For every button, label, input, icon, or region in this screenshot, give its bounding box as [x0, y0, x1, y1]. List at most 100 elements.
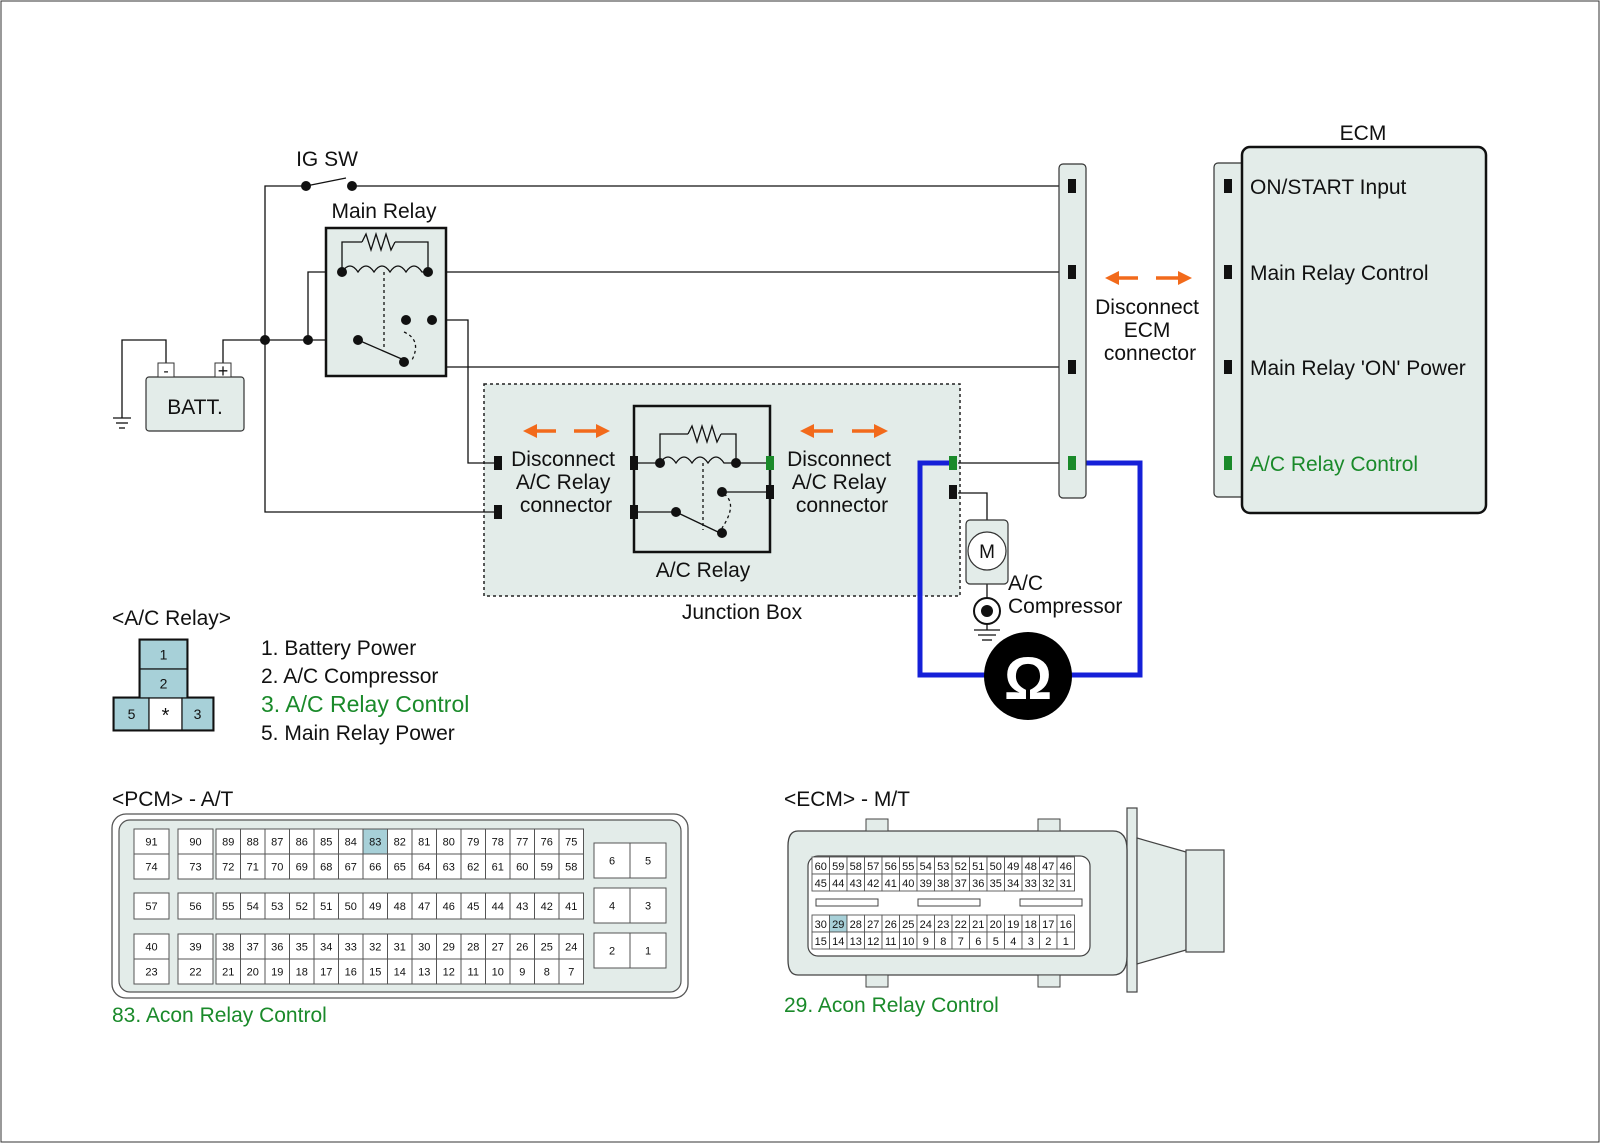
- pcm-pin: [240, 892, 266, 920]
- ac-relay-legend-item: 1. Battery Power: [261, 637, 416, 660]
- pcm-pin: [411, 958, 437, 985]
- pcm-pin-number: 26: [516, 942, 528, 954]
- pcm-pin-number: 21: [222, 967, 234, 979]
- ac-compressor-label: A/C Compressor: [1008, 572, 1122, 618]
- pcm-pin-number: 7: [568, 967, 574, 979]
- battery: [145, 362, 245, 432]
- motor-symbol: M: [979, 542, 995, 563]
- ecm-connector-pin-number: 53: [937, 861, 949, 873]
- pcm-pin-number: 65: [394, 862, 406, 874]
- ecm-connector-pin-number: 13: [850, 936, 862, 948]
- pcm-pin-number: 59: [541, 862, 553, 874]
- ac-relay-pin-number: 2: [160, 676, 168, 692]
- battery-label: BATT.: [167, 396, 223, 419]
- pcm-pin: [177, 933, 214, 960]
- pcm-pin-number: 42: [541, 901, 553, 913]
- ecm-connector-pin-number: 18: [1025, 919, 1037, 931]
- pcm-pin-number: 89: [222, 837, 234, 849]
- pcm-pin-number: 46: [443, 901, 455, 913]
- ecm-connector-pin-number: 37: [955, 878, 967, 890]
- ac-relay-pin-number: 3: [194, 706, 202, 722]
- ecm-connector-pin-number: 49: [1007, 861, 1019, 873]
- pcm-pin: [509, 828, 535, 855]
- ecm-connector-pin-number: 3: [1028, 936, 1034, 948]
- ecm-connector-pin-number: 16: [1060, 919, 1072, 931]
- ac-relay-pin-cell: [139, 639, 188, 670]
- pcm-pin: [240, 853, 266, 880]
- disconnect-ecm-label: Disconnect ECM connector: [1095, 296, 1205, 365]
- pcm-pin: [240, 828, 266, 855]
- pcm-pin: [240, 958, 266, 985]
- ecm-connector-pin-number: 12: [867, 936, 879, 948]
- main-relay: [324, 226, 448, 378]
- ecm-pin: [1224, 179, 1232, 193]
- pcm-pin-number: 35: [296, 942, 308, 954]
- pcm-pin-number: 40: [145, 942, 157, 954]
- pcm-pin: [338, 853, 364, 880]
- ecm-pin-label: A/C Relay Control: [1250, 453, 1418, 476]
- pcm-pin: [485, 958, 511, 985]
- disconnect-arrows: [523, 271, 1192, 438]
- ecm-connector-pin-number: 33: [1025, 878, 1037, 890]
- ecm-title: ECM: [1340, 122, 1387, 145]
- pcm-pin-number: 74: [145, 862, 157, 874]
- ecm-connector-pin-number: 24: [920, 919, 932, 931]
- pcm-pin-number: 10: [492, 967, 504, 979]
- ig-switch-contact: [301, 181, 311, 191]
- ecm-connector-pin-number: 14: [832, 936, 844, 948]
- pcm-pin: [509, 958, 535, 985]
- pcm-pin-number: 60: [516, 862, 528, 874]
- pcm-pin: [215, 853, 241, 880]
- pcm-pin-number: 47: [418, 901, 430, 913]
- pcm-pin: [460, 892, 486, 920]
- ecm-connector-pin-number: 22: [955, 919, 967, 931]
- ecm-connector-pin-number: 2: [1045, 936, 1051, 948]
- ecm-connector-pin-number: 8: [940, 936, 946, 948]
- pcm-pin-number: 17: [320, 967, 332, 979]
- pcm-pin-number: 81: [418, 837, 430, 849]
- ecm-connector-pin: [1056, 873, 1075, 892]
- pcm-pin: [177, 828, 214, 855]
- pcm-pin-number: 41: [565, 901, 577, 913]
- ac-relay-pin-number: 1: [160, 647, 168, 663]
- ecm-connector-pin-number: 52: [955, 861, 967, 873]
- pcm-pin-number: 34: [320, 942, 332, 954]
- ecm-connector-pin-number: 23: [937, 919, 949, 931]
- pcm-pin: [289, 853, 315, 880]
- pcm-pin-number: 18: [296, 967, 308, 979]
- pcm-pin: [436, 933, 462, 960]
- pcm-pin-number: 57: [145, 901, 157, 913]
- pcm-pin-number: 29: [443, 942, 455, 954]
- ecm-connector-pin-number: 29: [832, 919, 844, 931]
- ecm-pin: [1224, 265, 1232, 279]
- pcm-pin: [509, 933, 535, 960]
- pcm-pin-number: 38: [222, 942, 234, 954]
- pcm-pin-number: 63: [443, 862, 455, 874]
- pcm-pin: [460, 933, 486, 960]
- pcm-pin: [133, 958, 170, 985]
- pcm-pin-number: 44: [492, 901, 504, 913]
- pcm-pin: [593, 932, 631, 969]
- pcm-caption: 83. Acon Relay Control: [112, 1004, 327, 1027]
- pcm-pin: [313, 892, 339, 920]
- pcm-pin-number: 53: [271, 901, 283, 913]
- pcm-pin: [289, 958, 315, 985]
- pcm-pin: [313, 958, 339, 985]
- ecm-connector-pin-number: 5: [993, 936, 999, 948]
- pcm-pin-number: 87: [271, 837, 283, 849]
- ecm-connector-pin-number: 21: [972, 919, 984, 931]
- ecm-connector-pin-number: 56: [885, 861, 897, 873]
- pcm-pin-number: 58: [565, 862, 577, 874]
- ecm-connector-pin-number: 19: [1007, 919, 1019, 931]
- pcm-pin-number: 55: [222, 901, 234, 913]
- pcm-pin: [411, 853, 437, 880]
- ecm-connector-body: [787, 807, 1225, 993]
- pcm-pin: [411, 892, 437, 920]
- pcm-pin: [387, 958, 413, 985]
- pcm-pin-number: 31: [394, 942, 406, 954]
- ecm-connector-pin-number: 36: [972, 878, 984, 890]
- ecm-pin-label: ON/START Input: [1250, 176, 1407, 199]
- pcm-pin: [629, 932, 667, 969]
